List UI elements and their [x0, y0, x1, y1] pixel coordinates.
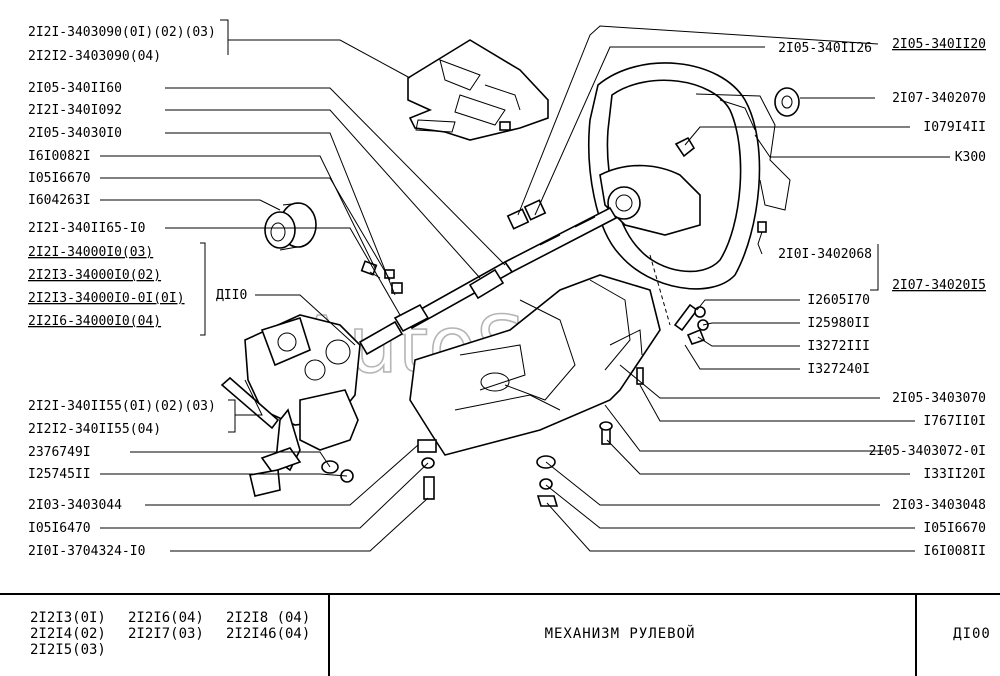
group-label: ДII0: [216, 288, 247, 303]
part-label: 2I05-340II20: [892, 37, 986, 52]
part-label: 2376749I: [28, 445, 91, 460]
part-label: 2I05-34030I0: [28, 126, 122, 141]
model-code: 2I2I5(03): [30, 642, 106, 658]
part-label: 2I2I3-34000I0(02): [28, 268, 161, 283]
part-label: I05I6670: [923, 521, 986, 536]
title-block: 2I2I3(0I) 2I2I6(04) 2I2I8 (04) 2I2I4(02)…: [0, 593, 1000, 676]
part-label: 2I05-3403072-0I: [869, 444, 986, 459]
part-label: 2I03-3403044: [28, 498, 122, 513]
part-label: 2I2I6-34000I0(04): [28, 314, 161, 329]
part-label: I6I0082I: [28, 149, 91, 164]
column-cover-drawing: [409, 274, 661, 456]
model-code: 2I2I3(0I): [30, 610, 106, 626]
part-label: 2I2I-340II65-I0: [28, 221, 145, 236]
assembly-title: МЕХАНИЗМ РУЛЕВОЙ: [545, 624, 696, 642]
model-code: 2I2I7(03): [128, 626, 204, 642]
part-label: 2I05-340II60: [28, 81, 122, 96]
rubber-bushing-drawing: [264, 202, 317, 251]
right-part-labels: 2I05-340II20 2I05-340II26 2I07-3402070 I…: [778, 37, 986, 559]
part-label: I33II20I: [923, 467, 986, 482]
model-code: 2I2I46(04): [226, 626, 310, 642]
part-label: 2I0I-3402068: [778, 247, 872, 262]
part-label: I079I4II: [923, 120, 986, 135]
part-label: I604263I: [28, 193, 91, 208]
part-label: I25745II: [28, 467, 91, 482]
model-code: 2I2I6(04): [128, 610, 204, 626]
steering-wheel-drawing: [588, 62, 800, 290]
part-label: I05I6670: [28, 171, 91, 186]
part-label: 2I05-3403070: [892, 391, 986, 406]
part-label: 2I2I2-340II55(04): [28, 422, 161, 437]
part-label: 2I2I-3403090(0I)(02)(03): [28, 25, 216, 40]
part-label: 2I03-3403048: [892, 498, 986, 513]
part-label: I6I008II: [923, 544, 986, 559]
section-code: ДI00: [953, 626, 991, 642]
part-label: 2I2I2-3403090(04): [28, 49, 161, 64]
leader-lines: [100, 19, 950, 552]
steering-bracket-drawing: [407, 39, 549, 141]
part-label: I3272III: [807, 339, 870, 354]
steering-shaft-drawing: [358, 199, 618, 356]
part-label: 2I07-3402070: [892, 91, 986, 106]
part-label: 2I2I3-34000I0-0I(0I): [28, 291, 185, 306]
part-label: 2I07-34020I5: [892, 278, 986, 293]
left-part-labels: 2I2I-3403090(0I)(02)(03) 2I2I2-3403090(0…: [28, 25, 247, 559]
part-label: I25980II: [807, 316, 870, 331]
part-label: 2I2I-340II55(0I)(02)(03): [28, 399, 216, 414]
part-label: 2I2I-340I092: [28, 103, 122, 118]
part-label: 2I0I-3704324-I0: [28, 544, 145, 559]
part-label: I327240I: [807, 362, 870, 377]
steering-gear-drawing: [220, 314, 361, 497]
model-code: 2I2I4(02): [30, 626, 106, 642]
part-label: I05I6470: [28, 521, 91, 536]
part-label: I2605I70: [807, 293, 870, 308]
part-label: 2I05-340II26: [778, 41, 872, 56]
part-label: I767II0I: [923, 414, 986, 429]
part-label: 2I2I-34000I0(03): [28, 245, 153, 260]
part-label: К300: [955, 150, 986, 165]
model-code: 2I2I8 (04): [226, 610, 310, 626]
